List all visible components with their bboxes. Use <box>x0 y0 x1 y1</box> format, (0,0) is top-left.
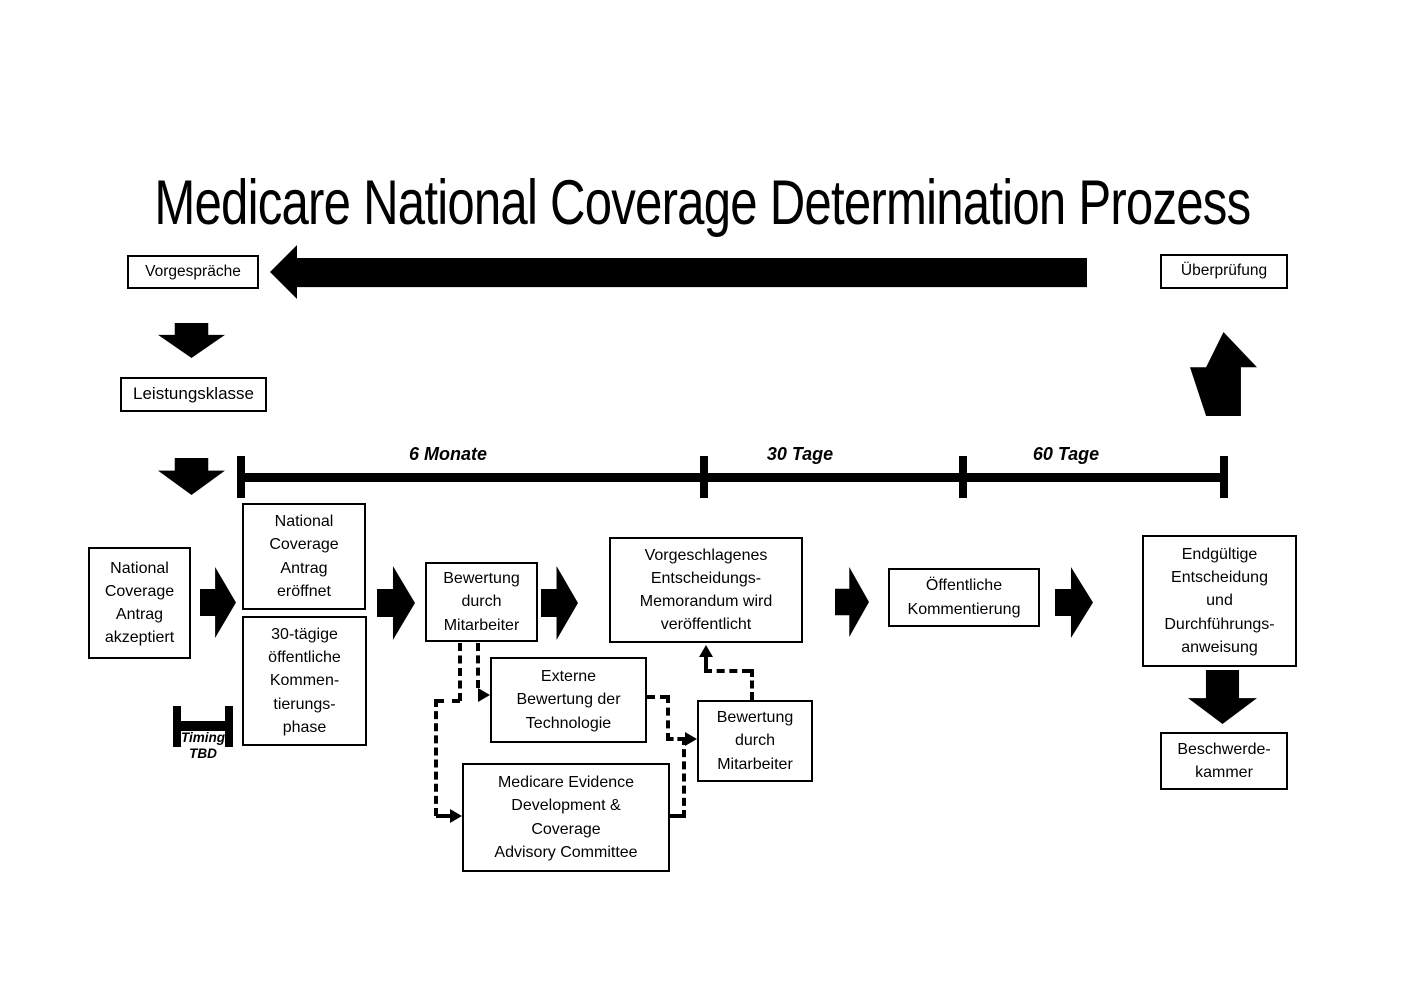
timing-tbd-label: Timing TBD <box>180 730 225 761</box>
review-loop-arrow-left <box>270 245 1087 299</box>
box-bewertung-mitarbeiter-1: Bewertung durch Mitarbeiter <box>425 562 538 642</box>
dashed-line-bewertung2-up <box>750 669 754 700</box>
dashed-arrowhead-to-bewertung2 <box>685 732 697 746</box>
dashed-line-elbow-left <box>436 699 460 703</box>
flow-arrow-2 <box>377 566 415 640</box>
dashed-line-medcac-up <box>682 737 686 818</box>
timeline-tick-2 <box>700 456 708 498</box>
dashed-arrowhead-to-externe <box>478 688 490 702</box>
timing-tbd-bracket-bar <box>173 721 233 731</box>
box-beschwerdekammer: Beschwerde- kammer <box>1160 732 1288 790</box>
dashed-line-staff-down-1 <box>458 643 462 701</box>
timeline-bar <box>241 473 1224 482</box>
timeline-tick-3 <box>959 456 967 498</box>
down-arrow-to-beschwerdekammer <box>1188 670 1257 724</box>
up-arrow-to-ueberpruefung <box>1190 332 1257 416</box>
box-ueberpruefung: Überprüfung <box>1160 254 1288 289</box>
dashed-line-down-to-medcac <box>434 699 438 816</box>
dashed-line-into-medcac <box>436 814 450 818</box>
dashed-arrowhead-to-memo <box>699 645 713 657</box>
box-vorgespraeche: Vorgespräche <box>127 255 259 289</box>
box-oeffentliche-kommentierung: Öffentliche Kommentierung <box>888 568 1040 627</box>
box-medcac: Medicare Evidence Development & Coverage… <box>462 763 670 872</box>
dashed-line-externe-down <box>666 695 670 741</box>
box-externe-bewertung: Externe Bewertung der Technologie <box>490 657 647 743</box>
flow-arrow-4 <box>835 567 869 637</box>
box-vorgeschlagenes-memo: Vorgeschlagenes Entscheidungs- Memorandu… <box>609 537 803 643</box>
box-endgueltige-entscheidung: Endgültige Entscheidung und Durchführung… <box>1142 535 1297 667</box>
timeline-label-30-tage: 30 Tage <box>766 444 834 464</box>
dashed-arrowhead-to-medcac <box>450 809 462 823</box>
box-nca-akzeptiert: National Coverage Antrag akzeptiert <box>88 547 191 659</box>
box-bewertung-mitarbeiter-2: Bewertung durch Mitarbeiter <box>697 700 813 782</box>
dashed-line-to-memo-stub <box>704 656 708 669</box>
page-title: Medicare National Coverage Determination… <box>154 168 1251 238</box>
dashed-line-medcac-out <box>670 814 684 818</box>
timeline-label-60-tage: 60 Tage <box>1032 444 1100 464</box>
dashed-line-to-memo-elbow <box>704 669 750 673</box>
dashed-line-externe-out <box>647 695 668 699</box>
box-kommentierungsphase: 30-tägige öffentliche Kommen- tierungs- … <box>242 616 367 746</box>
down-arrow-to-antrag <box>158 458 225 495</box>
flow-arrow-1 <box>200 567 236 638</box>
box-leistungsklasse: Leistungsklasse <box>120 377 267 412</box>
timeline-tick-end <box>1220 456 1228 498</box>
flow-arrow-3 <box>541 566 578 640</box>
down-arrow-to-leistungsklasse <box>158 323 225 358</box>
timeline-label-6-monate: 6 Monate <box>408 444 487 464</box>
flow-arrow-5 <box>1055 567 1093 638</box>
dashed-line-into-bewertung2 <box>666 737 685 741</box>
box-nca-eroeffnet: National Coverage Antrag eröffnet <box>242 503 366 610</box>
timeline-tick-start <box>237 456 245 498</box>
dashed-line-staff-down-2 <box>476 643 480 688</box>
